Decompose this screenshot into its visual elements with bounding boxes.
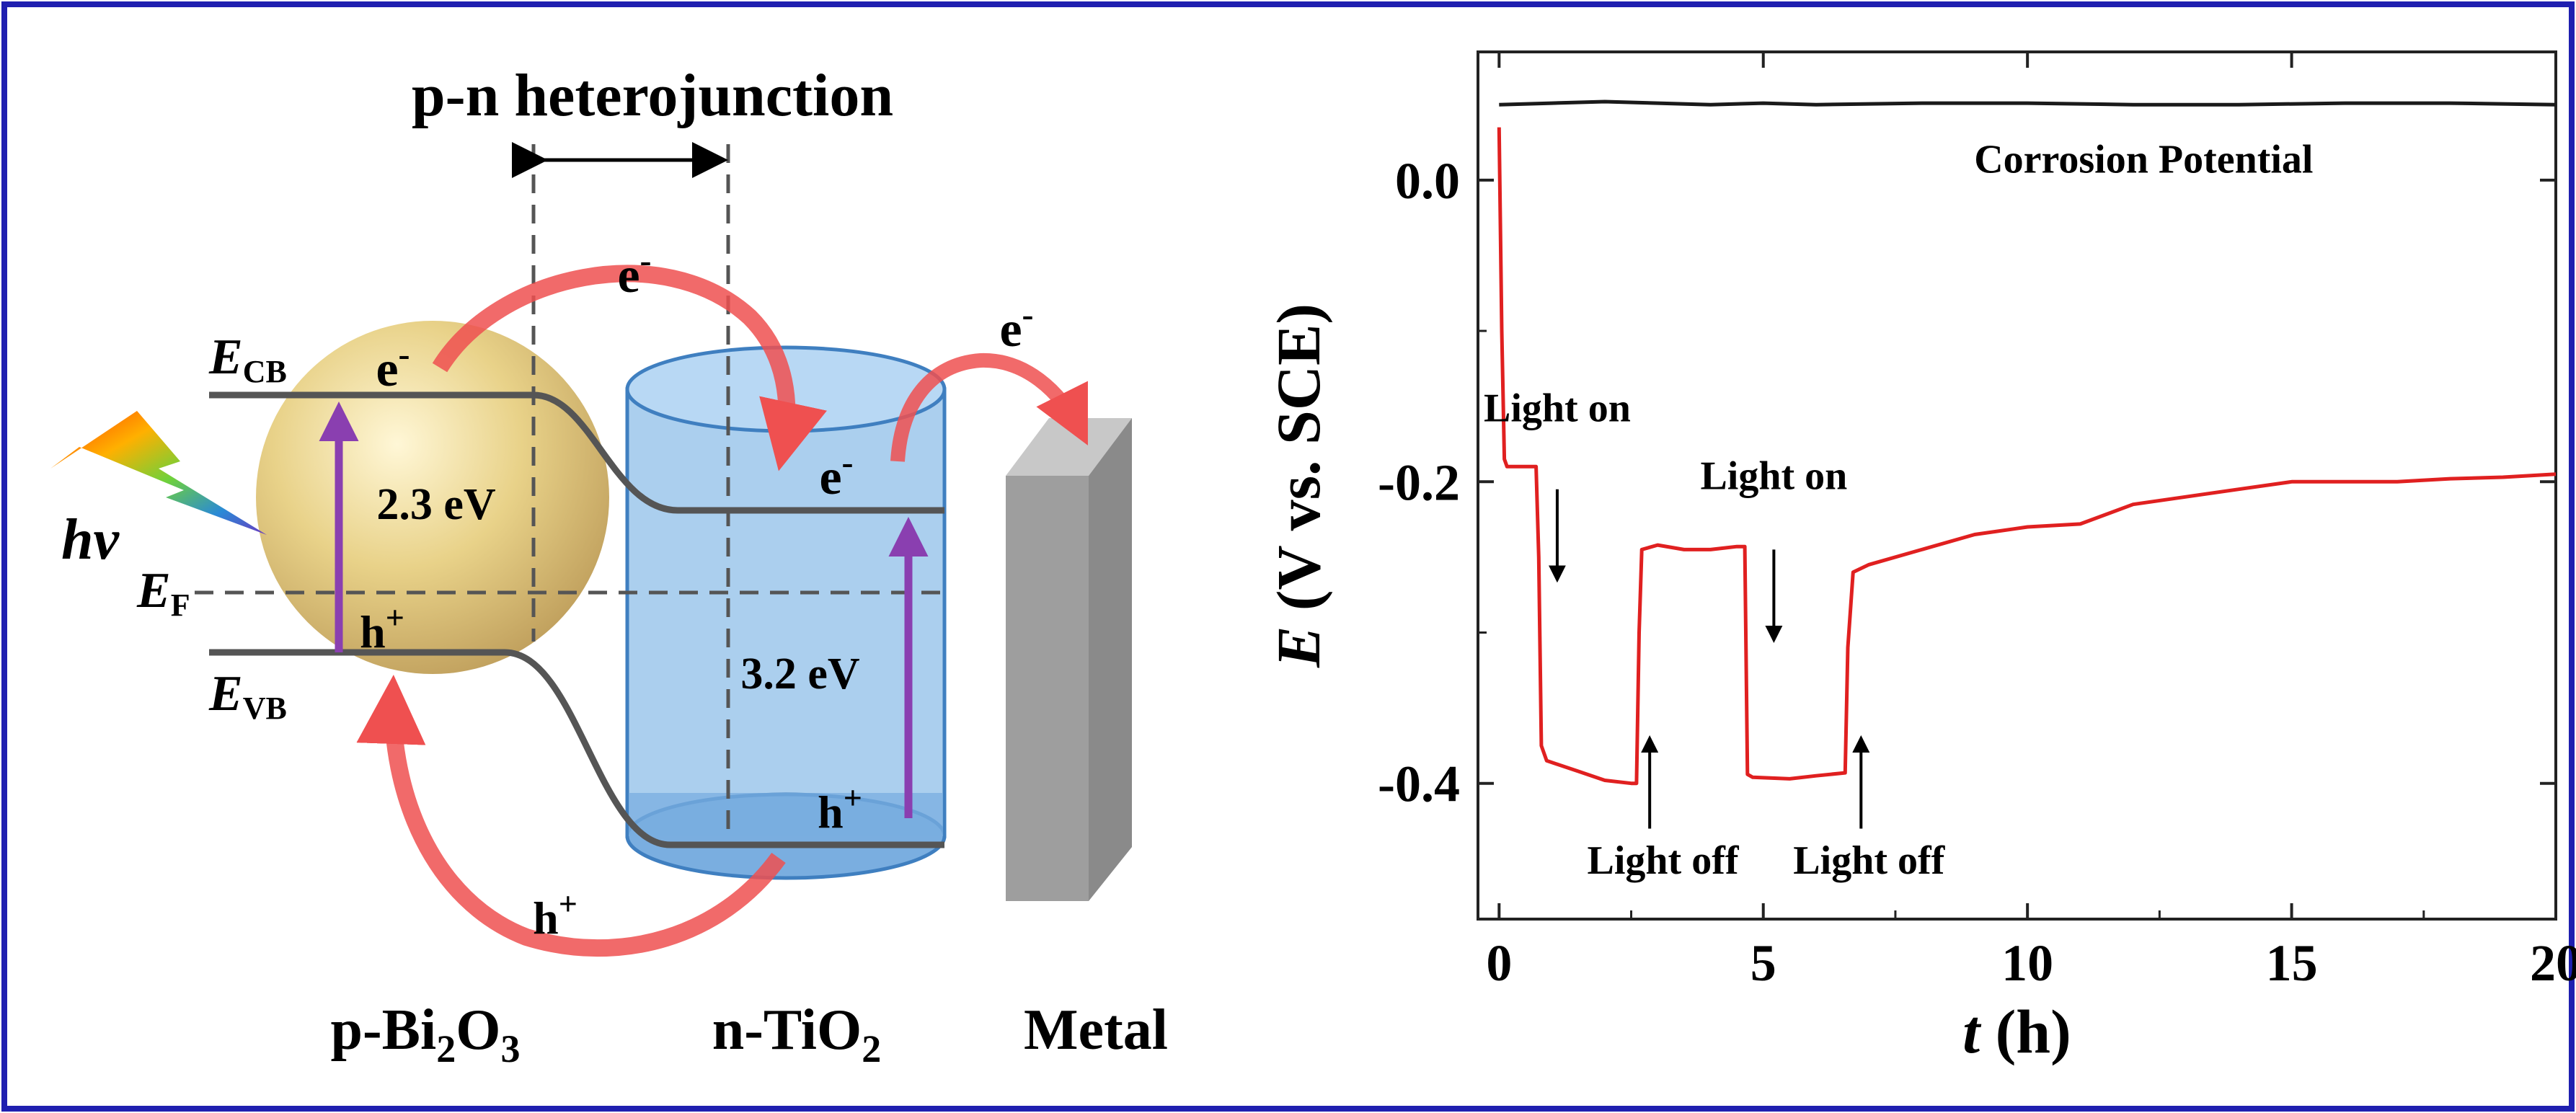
x-tick-label: 15: [2266, 934, 2318, 992]
x-tick-label: 5: [1750, 934, 1776, 992]
ecb-label: ECB: [208, 329, 287, 389]
x-tick-label: 0: [1486, 934, 1512, 992]
hole-label-bi2o3: h+: [360, 599, 404, 657]
electron-label-tio2: e-: [819, 443, 853, 505]
series-layer: [1497, 99, 2557, 786]
ef-label: EF: [136, 563, 190, 623]
metal-label: Metal: [1024, 998, 1168, 1062]
y-tick-label: -0.2: [1378, 453, 1460, 511]
annotation-label: Light off: [1793, 838, 1945, 883]
electron-transfer-arrow: [432, 265, 827, 471]
y-tick-label: 0.0: [1395, 152, 1460, 210]
series-line-0: [1499, 99, 2557, 107]
annotation-label: Light off: [1587, 838, 1739, 883]
x-tick-label: 20: [2530, 934, 2576, 992]
electron-label-top: e-: [617, 241, 651, 303]
x-tick-label: 10: [2001, 934, 2053, 992]
annotation-label: Light on: [1700, 454, 1847, 499]
band-diagram: p-n heterojunction e- e- e- e- h+ h+ h+ …: [50, 62, 1168, 1070]
electron-label-metal: e-: [999, 296, 1033, 358]
bi2o3-label: p-Bi2O3: [331, 998, 521, 1070]
hole-transfer-arrow: [356, 675, 786, 957]
tio2-label: n-TiO2: [712, 998, 882, 1070]
junction-label: p-n heterojunction: [412, 62, 893, 129]
metal-plate: [1006, 418, 1132, 901]
conduction-band-edge: [209, 391, 944, 514]
electron-label-bi2o3: e-: [376, 335, 410, 397]
annotation-label: Light on: [1484, 386, 1631, 431]
bi2o3-gap-label: 2.3 eV: [376, 480, 496, 529]
potential-chart: 0 5 10 15 20 0.0 -0.2 -0.4 Corrosion PotentialL…: [1264, 50, 2576, 1066]
x-axis-label: t (h): [1962, 997, 2071, 1066]
evb-label: EVB: [208, 666, 287, 726]
y-axis-label: E (V vs. SCE): [1264, 303, 1333, 668]
hole-label-tio2: h+: [818, 779, 862, 838]
electron-to-metal-arrow: [890, 352, 1088, 462]
valence-band-edge: [209, 649, 944, 848]
axis-ticks: 0 5 10 15 20 0.0 -0.2 -0.4: [1378, 52, 2576, 992]
series-line-1: [1497, 127, 2557, 786]
light-bolt-icon: [50, 411, 267, 535]
hole-label-bottom: h+: [533, 885, 577, 944]
tio2-gap-label: 3.2 eV: [740, 649, 860, 699]
y-tick-label: -0.4: [1378, 755, 1460, 813]
plot-frame: [1477, 50, 2557, 921]
hv-label: hv: [61, 508, 120, 572]
annotation-label: Corrosion Potential: [1974, 137, 2313, 182]
